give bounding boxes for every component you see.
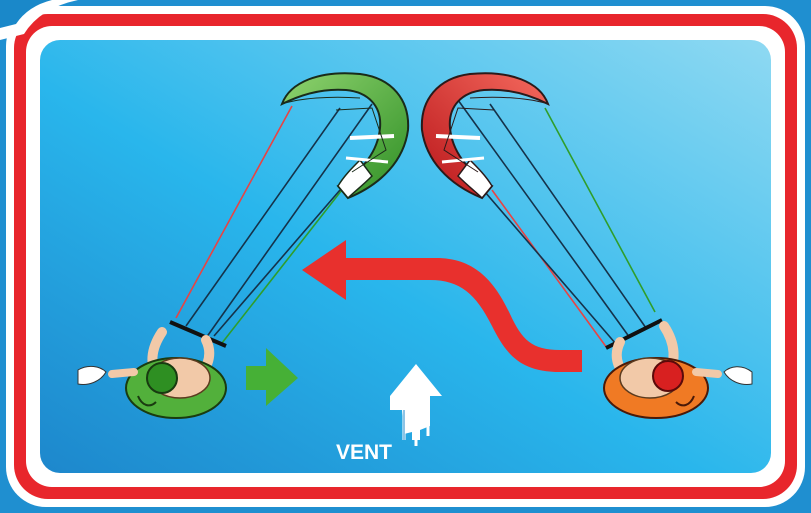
green-kite-lines	[175, 103, 373, 344]
red-kite-line-red	[491, 189, 608, 349]
green-kite-line-green	[221, 185, 346, 344]
wind-label: VENT	[336, 441, 392, 464]
corner-tab-inner	[0, 0, 52, 28]
red-kite-icon	[420, 72, 550, 200]
red-kite-line-front	[484, 191, 617, 345]
red-kite-line-back-1	[457, 99, 631, 339]
green-kite-icon	[280, 72, 410, 200]
wind-arrow-icon	[390, 364, 442, 446]
green-kite-line-back-1	[185, 107, 341, 327]
red-kite-line-green	[544, 107, 656, 313]
red-kite-line-back-2	[489, 103, 647, 329]
green-kite-line-red	[175, 105, 293, 319]
green-kite-line-front	[213, 189, 341, 337]
green-kitesurfer-icon	[77, 320, 227, 419]
red-kitesurfer-icon	[603, 318, 753, 419]
red-kite-lines	[457, 99, 656, 349]
red-arrow-icon	[302, 240, 582, 372]
water-area	[40, 40, 771, 473]
green-kite-line-back-2	[205, 103, 373, 339]
green-arrow-icon	[246, 348, 298, 406]
